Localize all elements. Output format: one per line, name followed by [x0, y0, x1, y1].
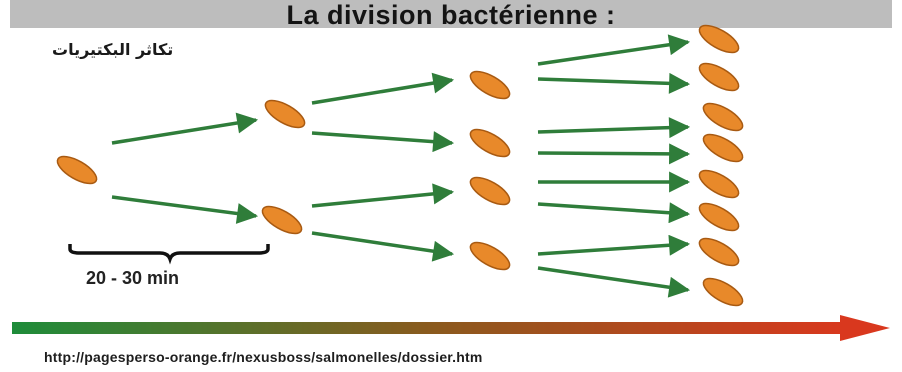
bacteria-generation-1 — [53, 151, 100, 189]
bacterium — [466, 124, 513, 162]
bacterium — [261, 95, 308, 133]
bacterium — [699, 98, 746, 136]
bacterium — [699, 129, 746, 167]
bacteria-generation-4 — [695, 20, 746, 311]
bacterium — [466, 66, 513, 104]
bacterium — [695, 165, 742, 203]
bacteria-generation-3 — [466, 66, 513, 275]
duration-brace — [70, 244, 268, 259]
bacterium — [695, 20, 742, 58]
bacterium — [53, 151, 100, 189]
arrows-gen3-to-gen4 — [538, 42, 688, 290]
timeline-arrow — [12, 315, 890, 341]
bacterium — [258, 201, 305, 239]
duration-label: 20 - 30 min — [86, 268, 179, 289]
arrows-gen2-to-gen3 — [312, 80, 452, 254]
bacteria-generation-2 — [258, 95, 308, 239]
bacterium — [695, 58, 742, 96]
bacterium — [699, 273, 746, 311]
source-url: http://pagesperso-orange.fr/nexusboss/sa… — [44, 349, 483, 365]
bacterium — [466, 172, 513, 210]
bacterium — [695, 198, 742, 236]
bacterium — [695, 233, 742, 271]
bacterium — [466, 237, 513, 275]
arabic-subtitle: تكاثر البكتيريات — [52, 40, 173, 59]
arrows-gen1-to-gen2 — [112, 120, 256, 216]
